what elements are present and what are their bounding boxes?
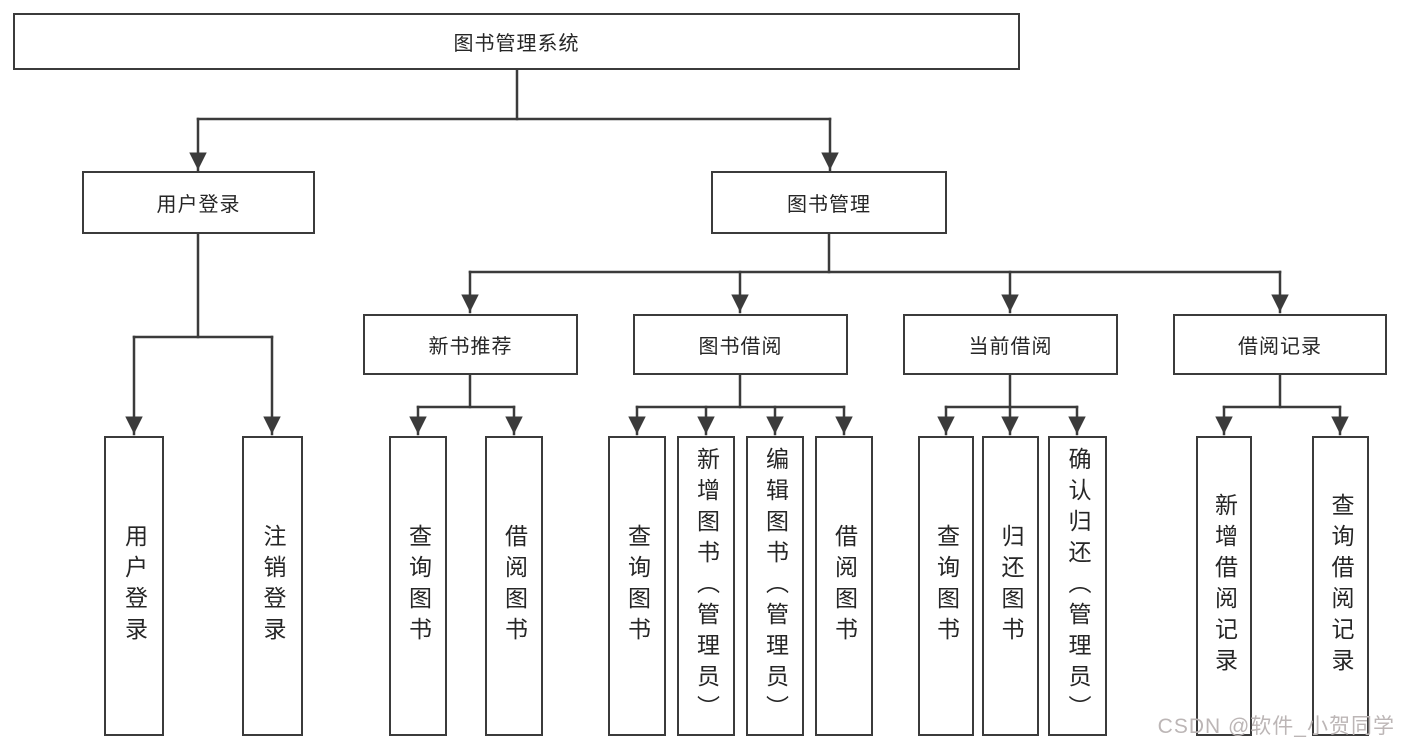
leaf-add-book-admin: 新增图书（管理员）	[677, 436, 735, 736]
node-book-management-label: 图书管理	[787, 194, 871, 216]
leaf-borrow-book-label: 借阅图书	[501, 524, 528, 648]
leaf-edit-book-admin-label: 编辑图书（管理员）	[762, 446, 789, 726]
node-book-management: 图书管理	[711, 171, 947, 234]
leaf-logout-label: 注销登录	[260, 524, 286, 648]
node-borrow-record: 借阅记录	[1173, 314, 1387, 375]
leaf-add-borrow-record: 新增借阅记录	[1196, 436, 1252, 736]
leaf-borrow-book-label: 借阅图书	[831, 524, 858, 648]
leaf-query-borrow-record: 查询借阅记录	[1312, 436, 1369, 736]
leaf-add-book-admin-label: 新增图书（管理员）	[693, 446, 720, 726]
leaf-confirm-return-admin: 确认归还（管理员）	[1048, 436, 1107, 736]
leaf-confirm-return-admin-label: 确认归还（管理员）	[1065, 446, 1091, 726]
leaf-user-login: 用户登录	[104, 436, 164, 736]
leaf-borrow-book: 借阅图书	[485, 436, 543, 736]
leaf-borrow-book: 借阅图书	[815, 436, 873, 736]
leaf-query-book: 查询图书	[608, 436, 666, 736]
node-user-login: 用户登录	[82, 171, 315, 234]
leaf-query-book-label: 查询图书	[405, 524, 432, 648]
node-book-borrow-label: 图书借阅	[698, 336, 783, 358]
leaf-edit-book-admin: 编辑图书（管理员）	[746, 436, 804, 736]
node-root-label: 图书管理系统	[453, 33, 580, 55]
node-new-book-recommend: 新书推荐	[363, 314, 578, 375]
leaf-user-login-label: 用户登录	[121, 524, 148, 648]
node-borrow-record-label: 借阅记录	[1238, 336, 1322, 358]
node-current-borrow-label: 当前借阅	[968, 336, 1053, 358]
node-current-borrow: 当前借阅	[903, 314, 1118, 375]
leaf-query-book-label: 查询图书	[624, 524, 651, 648]
leaf-add-borrow-record-label: 新增借阅记录	[1211, 493, 1238, 679]
leaf-return-book: 归还图书	[982, 436, 1039, 736]
node-user-login-label: 用户登录	[156, 194, 241, 216]
leaf-query-book: 查询图书	[918, 436, 974, 736]
node-book-borrow: 图书借阅	[633, 314, 848, 375]
leaf-query-borrow-record-label: 查询借阅记录	[1328, 493, 1354, 679]
leaf-logout: 注销登录	[242, 436, 303, 736]
leaf-query-book-label: 查询图书	[933, 524, 960, 648]
leaf-query-book: 查询图书	[389, 436, 447, 736]
node-root-library-management-system: 图书管理系统	[13, 13, 1020, 70]
node-new-book-recommend-label: 新书推荐	[428, 336, 513, 358]
leaf-return-book-label: 归还图书	[998, 524, 1024, 648]
